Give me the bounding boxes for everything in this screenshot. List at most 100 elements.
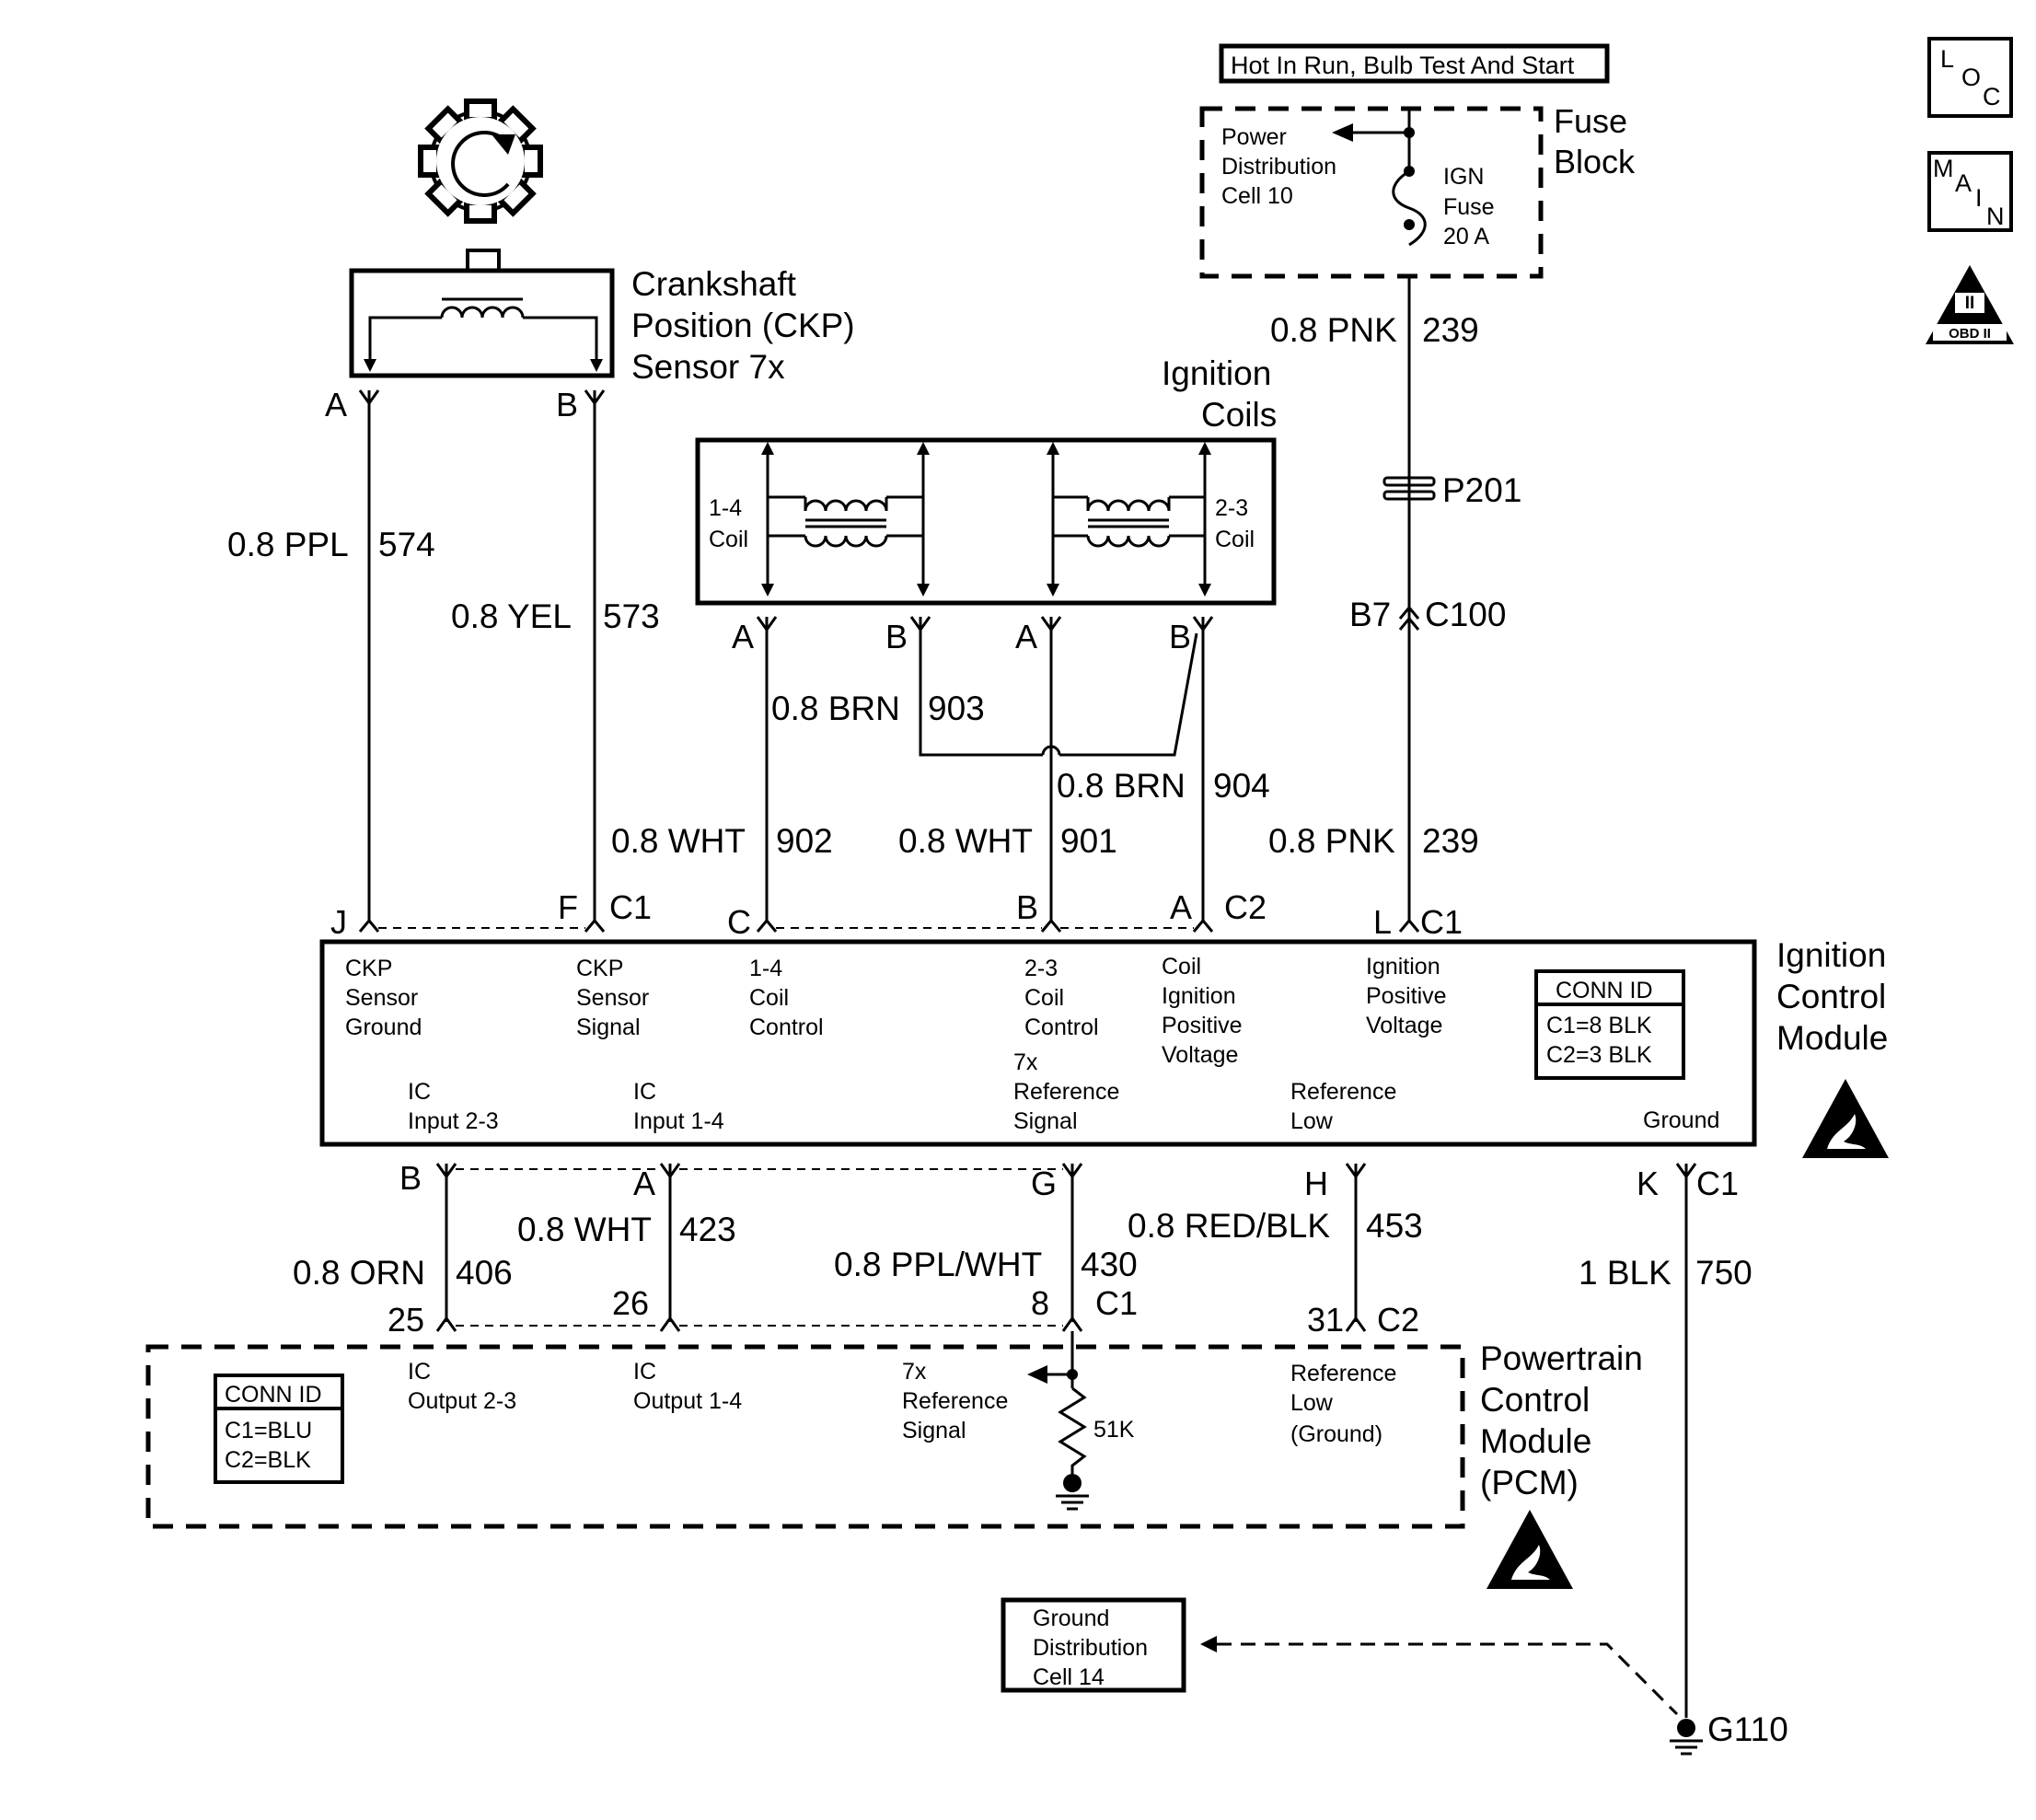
- wire-453-color: 0.8 RED/BLK: [1128, 1207, 1330, 1245]
- connector-c100[interactable]: B7 C100: [1349, 596, 1506, 633]
- icm-pin-c: C: [727, 903, 751, 941]
- svg-text:Sensor: Sensor: [345, 985, 418, 1011]
- wire-239-bot-color: 0.8 PNK: [1268, 822, 1395, 860]
- svg-text:Control: Control: [1480, 1381, 1590, 1419]
- svg-text:A: A: [1955, 169, 1972, 197]
- coil-pin-b1: B: [885, 618, 908, 655]
- icm-pin-c1: C1: [609, 888, 652, 926]
- wire-902-circuit: 902: [776, 822, 833, 860]
- pcm-pin-31: 31: [1307, 1301, 1344, 1339]
- svg-text:IGN: IGN: [1443, 164, 1484, 190]
- fuse-block-outline: [1199, 106, 1544, 279]
- icm-label-ic23: IC Input 2-3: [408, 1079, 499, 1134]
- icm-pin-l-c1: C1: [1420, 903, 1463, 941]
- svg-text:Ground: Ground: [345, 1014, 422, 1040]
- wire-904-color: 0.8 BRN: [1057, 767, 1186, 805]
- wire-750-circuit: 750: [1695, 1254, 1753, 1292]
- svg-text:Coil: Coil: [1024, 985, 1064, 1011]
- wire-406-color: 0.8 ORN: [293, 1254, 425, 1292]
- svg-text:Module: Module: [1776, 1019, 1888, 1057]
- svg-text:Low: Low: [1290, 1108, 1334, 1134]
- coil-2-3-label: 2-3 Coil: [1215, 495, 1255, 552]
- svg-text:2-3: 2-3: [1215, 495, 1248, 521]
- wire-430-color: 0.8 PPL/WHT: [834, 1246, 1042, 1283]
- svg-text:L: L: [1940, 45, 1954, 73]
- svg-text:Input 2-3: Input 2-3: [408, 1108, 499, 1134]
- svg-text:C1=BLU: C1=BLU: [225, 1418, 312, 1443]
- main-icon[interactable]: M A I N: [1927, 151, 2013, 232]
- ckp-sensor-body[interactable]: [349, 268, 615, 378]
- power-distribution-label[interactable]: Power Distribution Cell 10: [1221, 124, 1336, 209]
- wire-903-circuit: 903: [928, 690, 985, 727]
- icm-label-ckp-ground: CKP Sensor Ground: [345, 956, 422, 1040]
- svg-text:CKP: CKP: [576, 956, 623, 981]
- svg-text:Fuse: Fuse: [1554, 102, 1627, 140]
- svg-text:Control: Control: [1776, 978, 1886, 1015]
- svg-text:Module: Module: [1480, 1422, 1591, 1460]
- pcm-label-ref-low: Reference Low (Ground): [1290, 1361, 1396, 1447]
- ignition-coils-box[interactable]: [695, 437, 1277, 606]
- svg-text:Ignition: Ignition: [1366, 954, 1440, 980]
- wire-903[interactable]: [919, 617, 1043, 757]
- svg-text:Reference: Reference: [902, 1388, 1008, 1414]
- icm-bottom-connectors: [435, 1163, 1697, 1179]
- ground-distribution-box[interactable]: [1001, 1597, 1186, 1693]
- svg-text:I: I: [1975, 184, 1983, 212]
- svg-text:Coil: Coil: [1162, 954, 1201, 980]
- wire-453-circuit: 453: [1366, 1207, 1423, 1245]
- powertrain-control-module[interactable]: [145, 1344, 1465, 1529]
- icm-label-ground: Ground: [1643, 1107, 1719, 1133]
- icm-pin-h-bottom: H: [1304, 1165, 1328, 1202]
- wire-901-circuit: 901: [1060, 822, 1117, 860]
- icm-pin-f: F: [558, 888, 578, 926]
- obd-ii-icon[interactable]: II OBD II: [1926, 265, 2014, 344]
- svg-text:OBD II: OBD II: [1949, 326, 1991, 342]
- svg-text:B7: B7: [1349, 596, 1391, 633]
- pcm-label-out23: IC Output 2-3: [408, 1359, 516, 1414]
- svg-text:Reference: Reference: [1290, 1079, 1396, 1105]
- svg-text:CONN ID: CONN ID: [225, 1382, 322, 1408]
- svg-text:G110: G110: [1707, 1710, 1788, 1748]
- icm-label-coil23: 2-3 Coil Control: [1024, 956, 1099, 1040]
- svg-text:Reference: Reference: [1013, 1079, 1119, 1105]
- ground-g110-symbol[interactable]: G110: [1670, 1710, 1788, 1756]
- esd-warning-icon-pcm: [1487, 1510, 1573, 1589]
- svg-text:7x: 7x: [902, 1359, 927, 1385]
- icm-label-ref-low: Reference Low: [1290, 1079, 1396, 1134]
- wire-902-color: 0.8 WHT: [611, 822, 746, 860]
- hot-in-run-box: [1219, 43, 1610, 84]
- svg-text:Power: Power: [1221, 124, 1287, 150]
- splice-p201[interactable]: P201: [1382, 471, 1521, 509]
- fuse-block-title: Fuse Block: [1554, 102, 1636, 180]
- icm-pin-g-bottom: G: [1031, 1165, 1057, 1202]
- wire-750-color: 1 BLK: [1579, 1254, 1672, 1292]
- svg-text:IC: IC: [633, 1359, 656, 1385]
- svg-text:Signal: Signal: [902, 1418, 966, 1443]
- ignition-coils-title: Ignition Coils: [1162, 354, 1277, 434]
- pcm-label-out14: IC Output 1-4: [633, 1359, 742, 1414]
- svg-text:Control: Control: [1024, 1014, 1099, 1040]
- coil-1-4-symbol: [761, 442, 930, 589]
- ignition-control-module[interactable]: [319, 939, 1757, 1147]
- wire-239-top-circuit: 239: [1422, 311, 1479, 349]
- wire-903-to-b2: [1059, 632, 1198, 757]
- svg-text:Distribution: Distribution: [1221, 154, 1336, 180]
- pcm-pin-c2: C2: [1377, 1301, 1419, 1339]
- svg-text:O: O: [1961, 64, 1981, 91]
- power-dist-arrow: [1332, 123, 1353, 142]
- loc-icon[interactable]: L O C: [1927, 37, 2013, 118]
- wire-239-top-color: 0.8 PNK: [1270, 311, 1397, 349]
- wire-406-circuit: 406: [456, 1254, 513, 1292]
- svg-text:C100: C100: [1425, 596, 1506, 633]
- pcm-pin-8: 8: [1031, 1284, 1049, 1322]
- svg-text:20 A: 20 A: [1443, 224, 1489, 249]
- wire-904-circuit: 904: [1213, 767, 1270, 805]
- svg-text:Coil: Coil: [749, 985, 789, 1011]
- icm-label-ic14: IC Input 1-4: [633, 1079, 724, 1134]
- svg-text:2-3: 2-3: [1024, 956, 1058, 981]
- svg-text:Low: Low: [1290, 1390, 1334, 1416]
- svg-text:II: II: [1965, 294, 1975, 313]
- ign-fuse-label: IGN Fuse 20 A: [1443, 164, 1495, 249]
- svg-text:Signal: Signal: [1013, 1108, 1078, 1134]
- svg-text:1-4: 1-4: [709, 495, 742, 521]
